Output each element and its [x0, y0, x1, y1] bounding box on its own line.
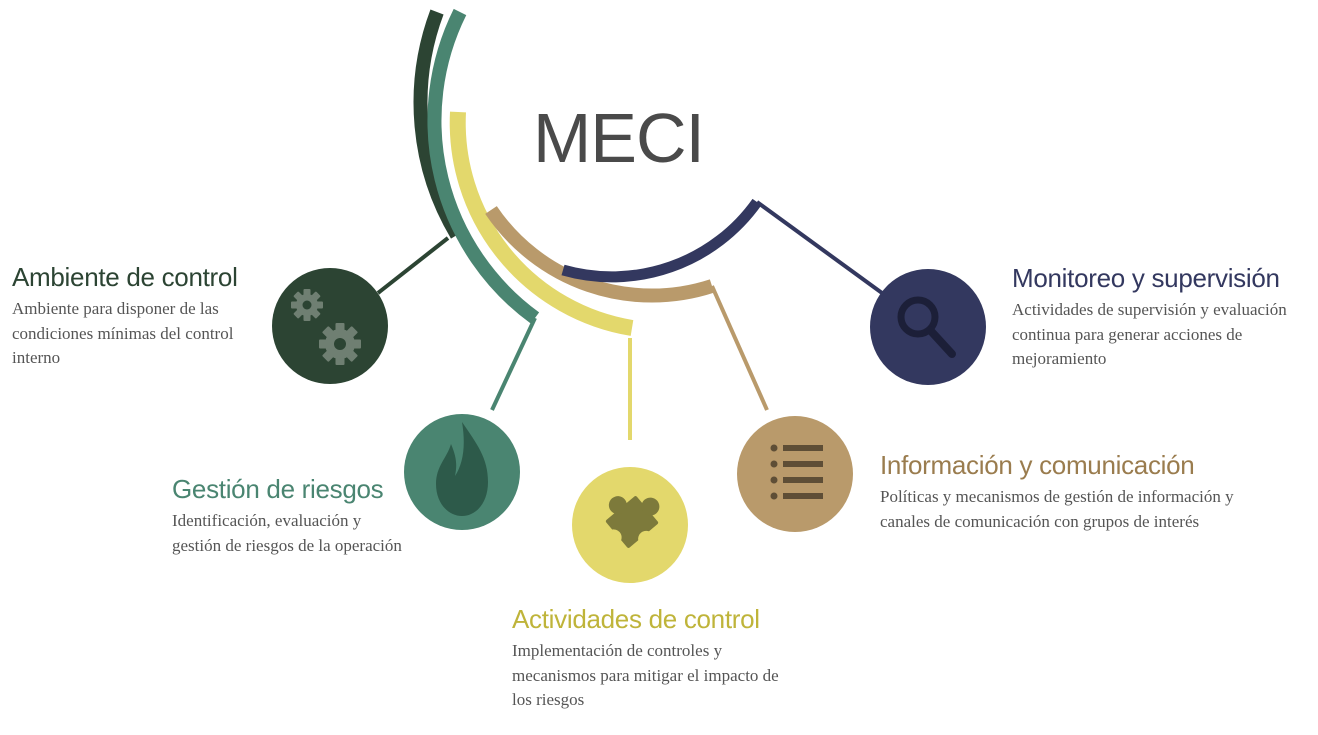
component-title: Gestión de riesgos	[172, 474, 384, 504]
component-title: Ambiente de control	[12, 262, 238, 292]
component-title: Información y comunicación	[880, 450, 1195, 480]
component-title: Monitoreo y supervisión	[1012, 263, 1280, 293]
node-monitoreo	[870, 269, 986, 385]
component-description: Ambiente para disponer de las condicione…	[12, 299, 234, 368]
list-icon	[770, 444, 823, 500]
component-description: Implementación de controles y mecanismos…	[512, 641, 779, 710]
magnifier-icon	[897, 296, 956, 358]
component-description: Políticas y mecanismos de gestión de inf…	[880, 487, 1234, 531]
puzzle-icon	[605, 496, 660, 548]
connector-informacion	[710, 285, 769, 411]
component-gestion: Gestión de riesgos Identificación, evalu…	[172, 474, 412, 558]
arc-gestion	[427, 8, 540, 324]
connector-gestion	[490, 317, 537, 411]
connector-ambiente	[376, 236, 450, 295]
component-ambiente: Ambiente de control Ambiente para dispon…	[12, 262, 272, 371]
arc-ambiente	[413, 9, 464, 239]
component-description: Actividades de supervisión y evaluación …	[1012, 300, 1287, 369]
node-gestion	[404, 414, 520, 530]
component-actividades: Actividades de control Implementación de…	[512, 604, 792, 713]
gears-icon	[291, 289, 361, 365]
arc-actividades	[449, 111, 634, 336]
arc-informacion	[485, 206, 715, 303]
flame-icon	[436, 422, 488, 516]
component-title: Actividades de control	[512, 604, 760, 634]
connector-monitoreo	[755, 200, 884, 295]
component-informacion: Información y comunicación Políticas y m…	[880, 450, 1240, 534]
node-ambiente	[272, 268, 388, 384]
node-informacion	[737, 416, 853, 532]
center-title: MECI	[533, 99, 705, 177]
component-description: Identificación, evaluación y gestión de …	[172, 511, 402, 555]
node-actividades	[572, 467, 688, 583]
component-monitoreo: Monitoreo y supervisión Actividades de s…	[1012, 263, 1312, 372]
arc-monitoreo	[561, 198, 762, 283]
